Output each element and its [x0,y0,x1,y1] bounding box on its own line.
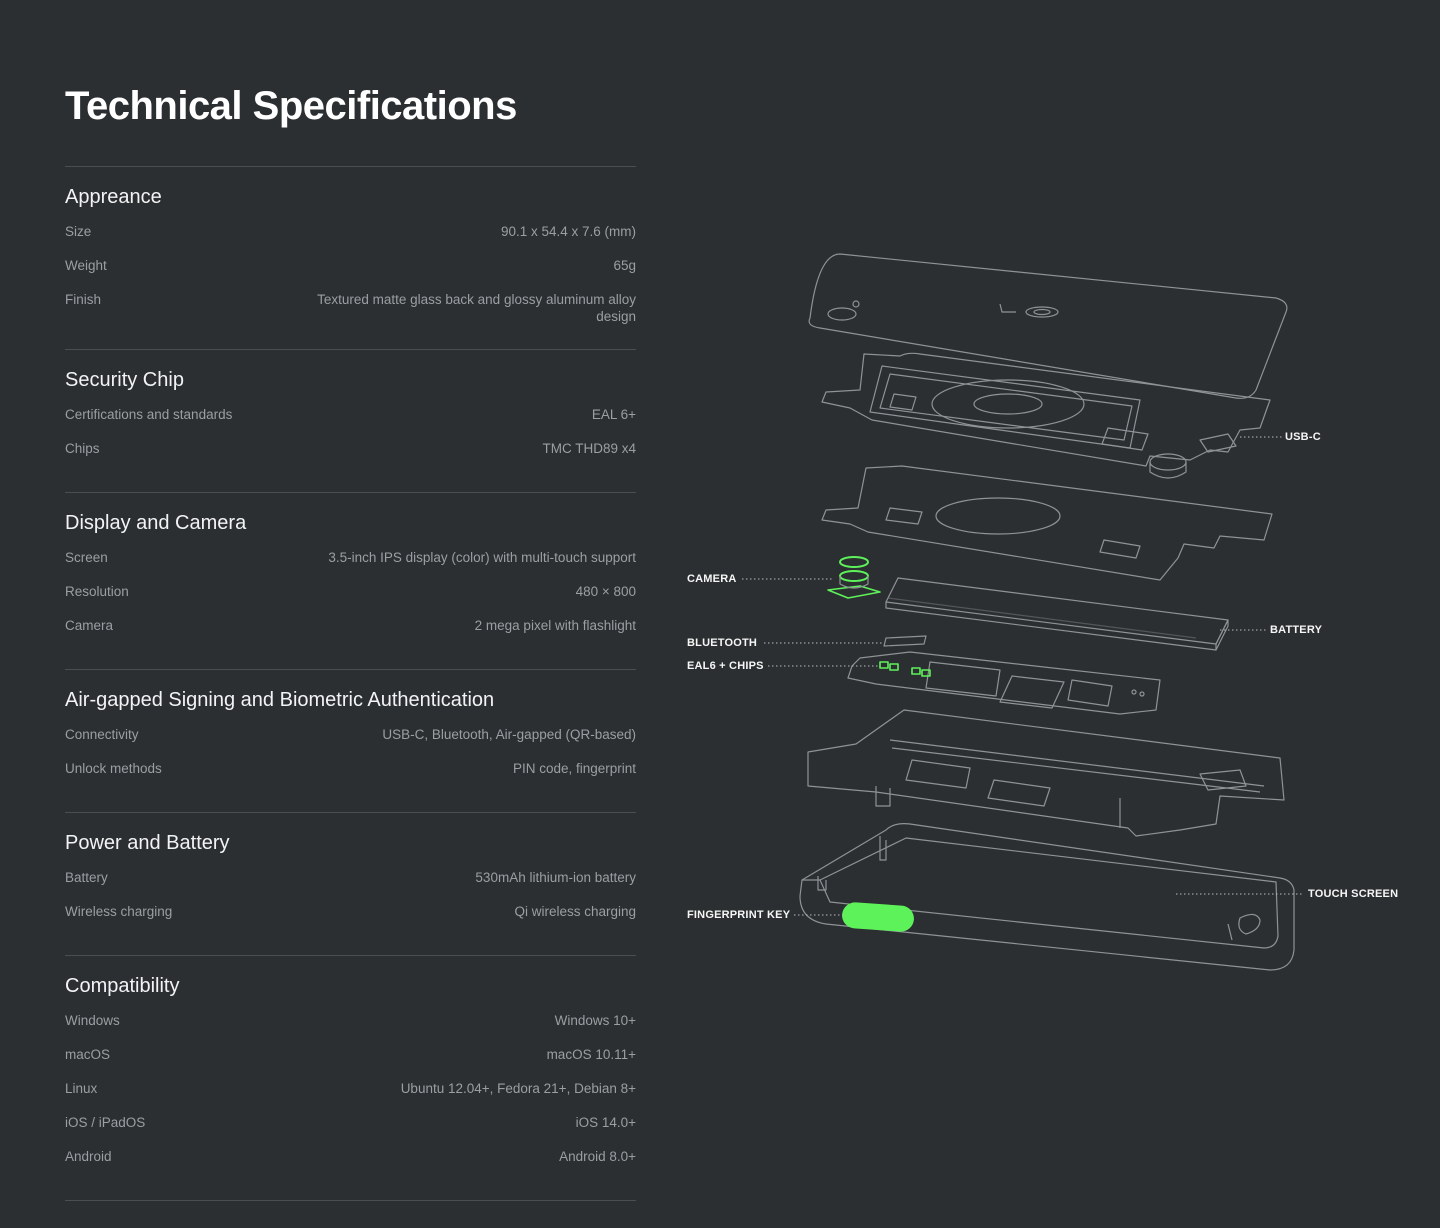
leader-lines [742,436,1304,916]
spec-section-air-gapped: Air-gapped Signing and Biometric Authent… [65,669,636,812]
spec-row: Linux Ubuntu 12.04+, Fedora 21+, Debian … [65,1080,636,1114]
spec-row: Windows Windows 10+ [65,1012,636,1046]
spec-row: Size 90.1 x 54.4 x 7.6 (mm) [65,223,636,257]
spec-row: macOS macOS 10.11+ [65,1046,636,1080]
fingerprint-key [842,902,914,932]
spec-key: Connectivity [65,727,139,742]
spec-row: iOS / iPadOS iOS 14.0+ [65,1114,636,1148]
label-camera: CAMERA [687,573,737,585]
spec-key: Weight [65,258,107,273]
spec-key: Windows [65,1013,120,1028]
section-heading: Compatibility [65,975,180,997]
spec-key: Finish [65,292,102,307]
page-title: Technical Specifications [65,84,517,128]
spec-value: 2 mega pixel with flashlight [474,618,636,633]
spec-value: Qi wireless charging [514,904,636,919]
main-pcb-layer [847,651,1161,715]
label-bluetooth: BLUETOOTH [687,637,758,649]
spec-section-display-camera: Display and Camera Screen 3.5-inch IPS d… [65,492,636,669]
spec-row: Unlock methods PIN code, fingerprint [65,760,636,794]
spec-section-compatibility: Compatibility Windows Windows 10+ macOS … [65,955,636,1201]
spec-list: Appreance Size 90.1 x 54.4 x 7.6 (mm) We… [65,166,636,1201]
spec-value: 3.5-inch IPS display (color) with multi-… [328,550,636,565]
spec-value: Ubuntu 12.04+, Fedora 21+, Debian 8+ [400,1081,636,1096]
section-heading: Power and Battery [65,832,230,854]
spec-value: Textured matte glass back and glossy alu… [317,292,636,324]
section-heading: Display and Camera [65,512,247,534]
spec-key: Certifications and standards [65,407,233,422]
front-frame-layer [799,823,1295,971]
label-touch-screen: TOUCH SCREEN [1308,888,1399,900]
label-eal6-chips: EAL6 + CHIPS [687,660,764,672]
spec-value: Windows 10+ [554,1013,636,1028]
spec-key: iOS / iPadOS [65,1115,146,1130]
spec-key: Linux [65,1081,98,1096]
inner-chassis-layer [807,709,1285,837]
label-battery: BATTERY [1270,624,1323,636]
exploded-device-diagram: USB-C CAMERA BATTERY BLUETOOTH EAL6 + CH… [680,240,1420,990]
spec-value: Android 8.0+ [559,1149,636,1164]
bluetooth-chip [883,635,927,647]
spec-row: Screen 3.5-inch IPS display (color) with… [65,549,636,583]
spec-value: USB-C, Bluetooth, Air-gapped (QR-based) [382,727,636,742]
spec-section-appearance: Appreance Size 90.1 x 54.4 x 7.6 (mm) We… [65,166,636,349]
label-fingerprint-key: FINGERPRINT KEY [687,909,791,921]
spec-value: 90.1 x 54.4 x 7.6 (mm) [500,224,636,239]
spec-value: PIN code, fingerprint [512,761,636,776]
spec-row: Battery 530mAh lithium-ion battery [65,869,636,903]
spec-row: Weight 65g [65,257,636,291]
spec-key: Size [65,224,92,239]
spec-section-power-battery: Power and Battery Battery 530mAh lithium… [65,812,636,955]
spec-row: Camera 2 mega pixel with flashlight [65,617,636,651]
spec-value: macOS 10.11+ [546,1047,636,1062]
label-usb-c: USB-C [1285,431,1321,443]
charging-coil-layer [821,352,1271,479]
spec-value: 65g [613,258,636,273]
battery-layer [885,577,1229,651]
spec-key: Android [65,1149,112,1164]
section-heading: Appreance [65,186,162,208]
back-glass-layer [808,253,1288,399]
mid-frame-layer [821,465,1273,581]
section-heading: Security Chip [65,369,184,391]
section-heading: Air-gapped Signing and Biometric Authent… [65,689,495,711]
spec-key: macOS [65,1047,111,1062]
spec-key: Unlock methods [65,761,162,776]
spec-row: Chips TMC THD89 x4 [65,440,636,474]
spec-row: Certifications and standards EAL 6+ [65,406,636,440]
spec-value: 530mAh lithium-ion battery [475,870,636,885]
spec-value: 480 × 800 [575,584,636,599]
spec-row: Resolution 480 × 800 [65,583,636,617]
spec-value: iOS 14.0+ [575,1115,636,1130]
spec-section-security-chip: Security Chip Certifications and standar… [65,349,636,492]
spec-row: Wireless charging Qi wireless charging [65,903,636,937]
spec-row: Finish Textured matte glass back and glo… [65,291,636,331]
spec-row: Connectivity USB-C, Bluetooth, Air-gappe… [65,726,636,760]
spec-key: Battery [65,870,108,885]
spec-key: Wireless charging [65,904,173,919]
camera-module [827,556,881,599]
spec-key: Screen [65,550,108,565]
spec-key: Resolution [65,584,129,599]
spec-value: TMC THD89 x4 [542,441,636,456]
spec-key: Chips [65,441,100,456]
spec-key: Camera [65,618,114,633]
spec-value: EAL 6+ [591,407,636,422]
exploded-view-illustration [742,253,1304,971]
spec-row: Android Android 8.0+ [65,1148,636,1182]
